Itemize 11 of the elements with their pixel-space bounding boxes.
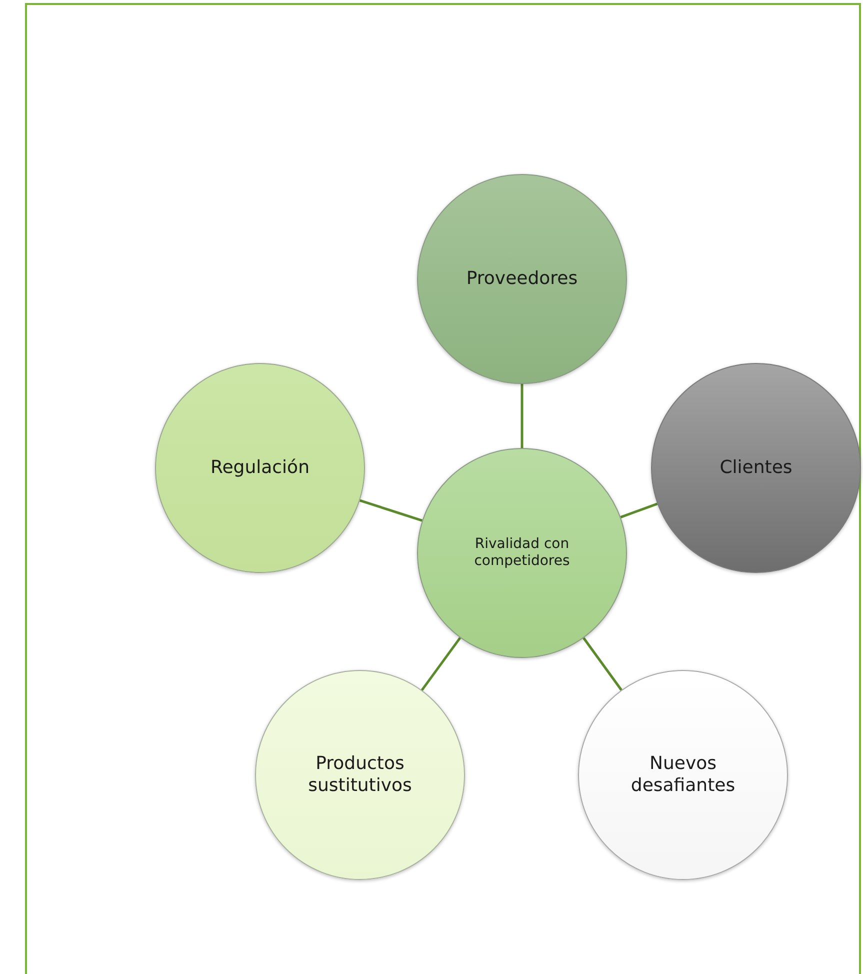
connector-line [620, 502, 658, 518]
node-label: Productos sustitutivos [307, 753, 413, 797]
node-label: Rivalidad con competidores [473, 536, 571, 570]
connector-line [359, 499, 423, 522]
connector-line [420, 637, 462, 691]
node-label: Clientes [720, 457, 792, 479]
node-label: Nuevos desafiantes [630, 753, 736, 797]
connector-line [520, 384, 524, 448]
node-label: Regulación [210, 457, 310, 479]
node-label: Proveedores [466, 268, 578, 290]
connector-line [582, 637, 622, 691]
